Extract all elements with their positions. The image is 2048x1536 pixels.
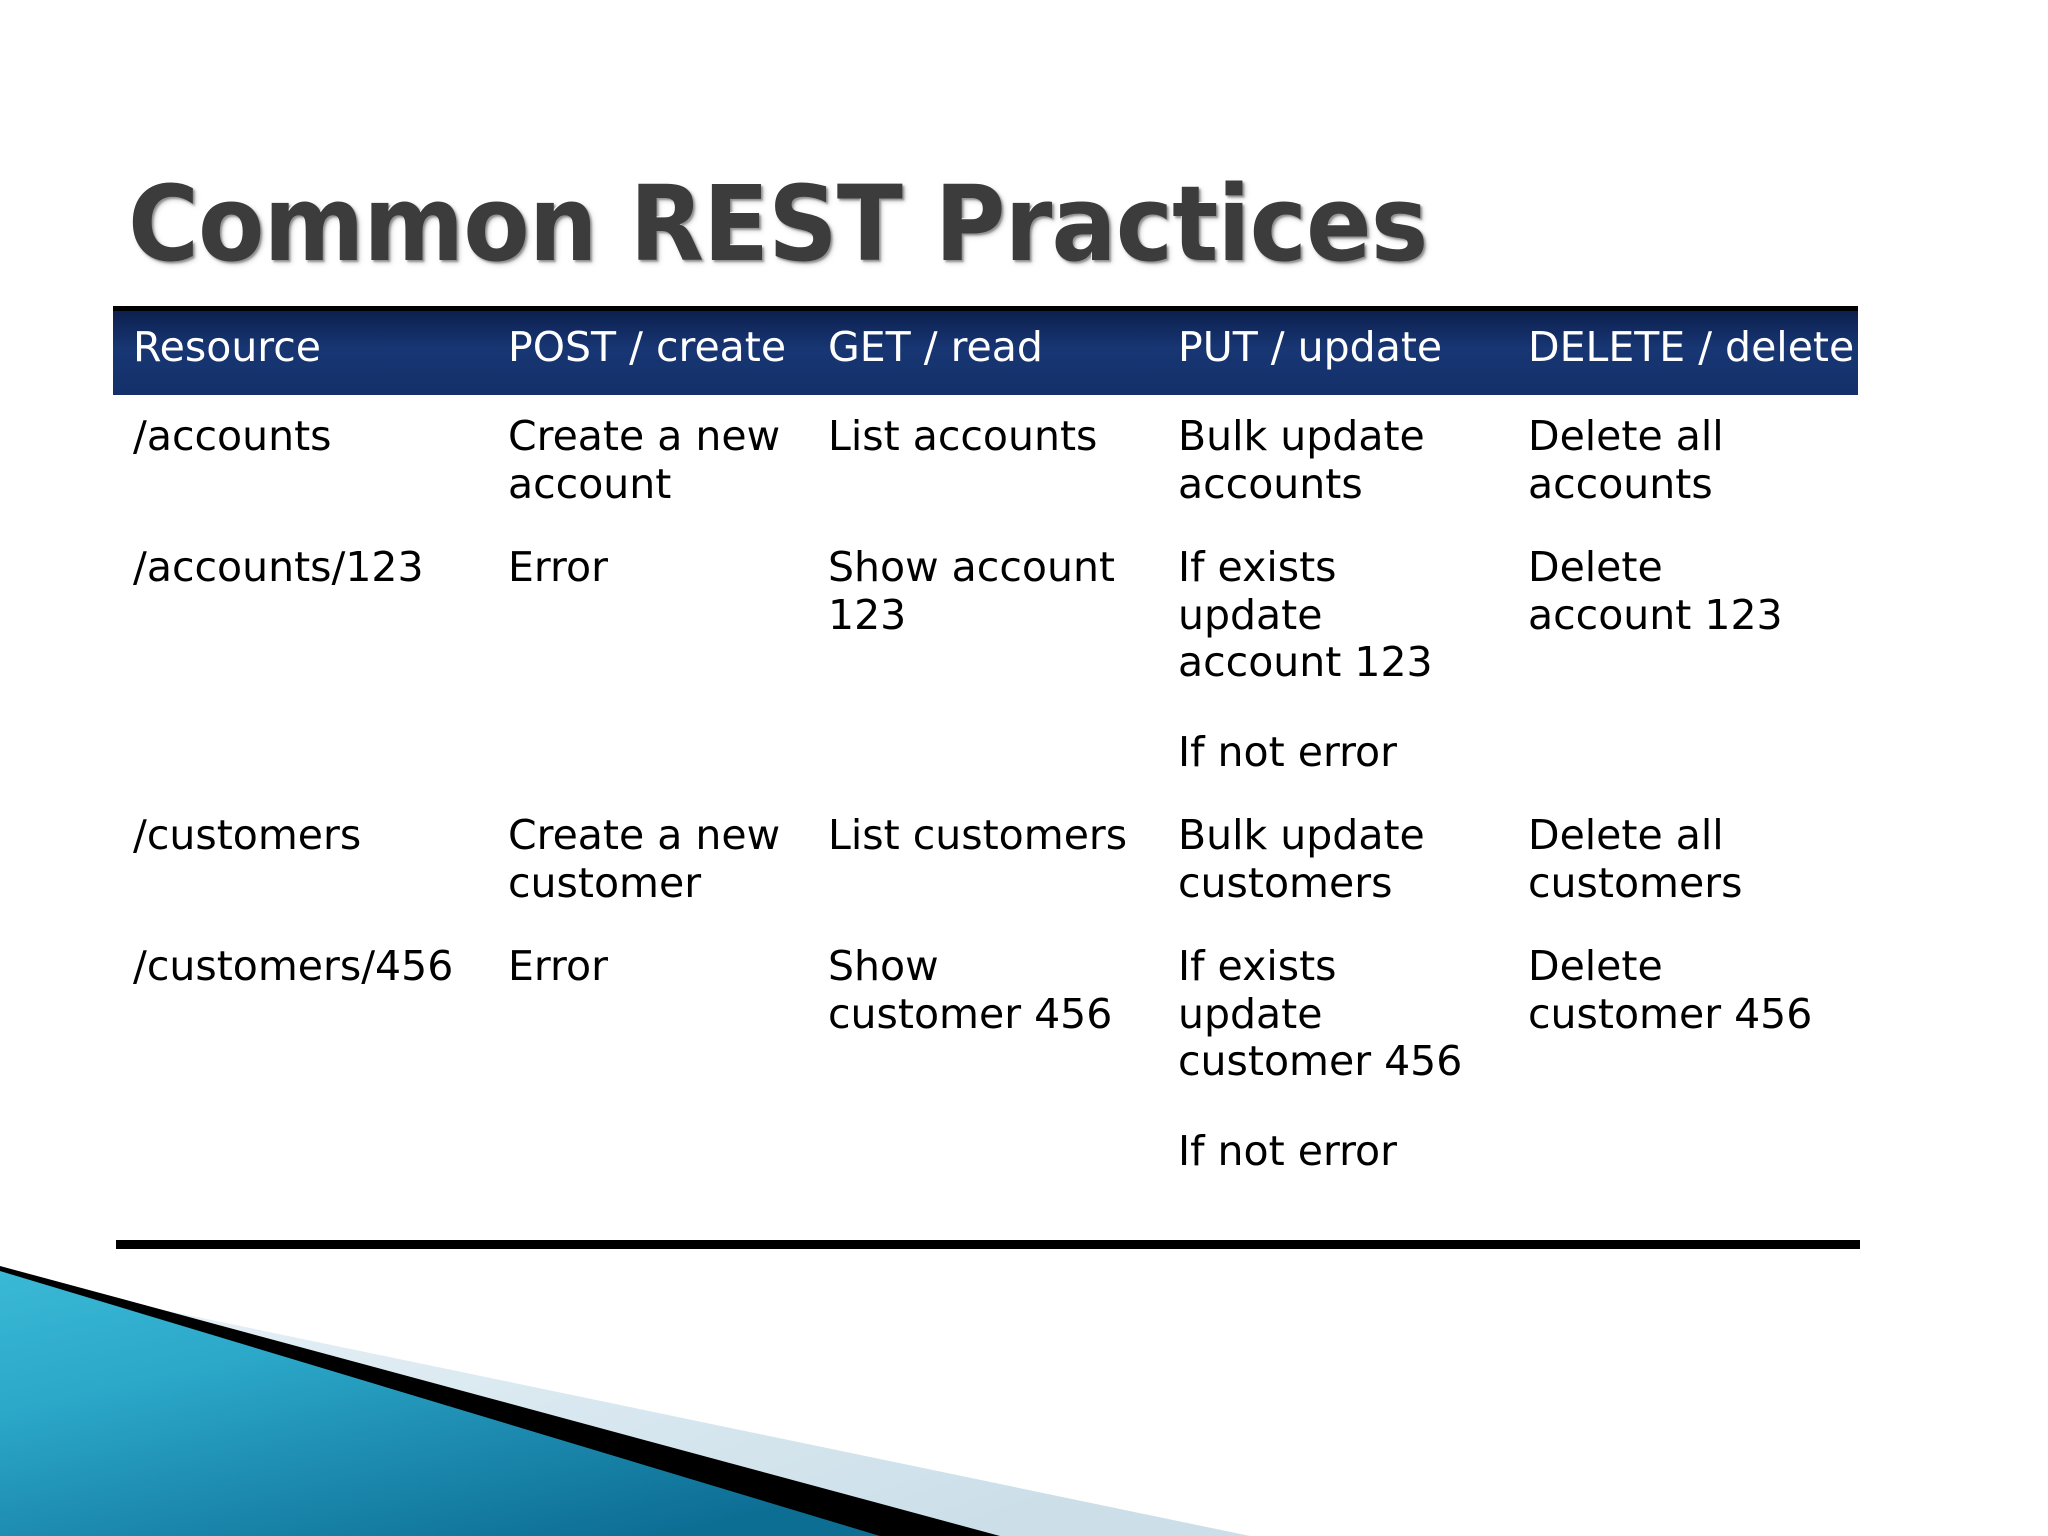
cell-post: Create a new customer bbox=[488, 794, 808, 926]
cell-text: Show customer 456 bbox=[828, 942, 1113, 1038]
rest-practices-table: Resource POST / create GET / read PUT / … bbox=[113, 306, 1858, 1194]
cell-put: Bulk update accounts bbox=[1158, 395, 1508, 527]
cell-resource: /accounts/123 bbox=[113, 526, 488, 795]
table-header: Resource POST / create GET / read PUT / … bbox=[113, 306, 1858, 395]
cell-text: Delete account 123 bbox=[1528, 543, 1783, 639]
cell-text: Error bbox=[508, 942, 608, 991]
cell-text: /accounts bbox=[133, 412, 332, 460]
cell-text: Error bbox=[508, 543, 608, 592]
column-header-delete: DELETE / delete bbox=[1508, 306, 1858, 395]
column-header-put: PUT / update bbox=[1158, 306, 1508, 395]
cell-text: Create a new account bbox=[508, 412, 781, 508]
cell-delete: Delete all customers bbox=[1508, 794, 1858, 926]
cell-delete: Delete all accounts bbox=[1508, 395, 1858, 527]
cell-text: If exists update customer 456 bbox=[1178, 942, 1463, 1086]
cell-put: If exists update account 123 If not erro… bbox=[1158, 526, 1508, 795]
cell-text: List customers bbox=[828, 811, 1128, 860]
table-row: /customers Create a new customer List cu… bbox=[113, 794, 1858, 926]
cell-text: Delete all accounts bbox=[1528, 412, 1724, 508]
table-row: /customers/456 Error Show customer 456 I… bbox=[113, 925, 1858, 1194]
cell-text: /customers/456 bbox=[133, 942, 454, 991]
cell-get: List accounts bbox=[808, 395, 1158, 527]
cell-text: List accounts bbox=[828, 412, 1098, 460]
table-row: /accounts/123 Error Show account 123 If … bbox=[113, 526, 1858, 795]
cell-subtext: If not error bbox=[1178, 1127, 1397, 1176]
table-row: /accounts Create a new account List acco… bbox=[113, 395, 1858, 527]
cell-text: Bulk update accounts bbox=[1178, 412, 1425, 508]
cell-get: List customers bbox=[808, 794, 1158, 926]
cell-text: If exists update account 123 bbox=[1178, 543, 1433, 687]
cell-resource: /customers bbox=[113, 794, 488, 926]
cell-delete: Delete account 123 bbox=[1508, 526, 1858, 795]
cell-get: Show account 123 bbox=[808, 526, 1158, 795]
cell-text: /accounts/123 bbox=[133, 543, 424, 592]
cell-post: Create a new account bbox=[488, 395, 808, 527]
cell-post: Error bbox=[488, 925, 808, 1194]
column-header-post: POST / create bbox=[488, 306, 808, 395]
table-body: /accounts Create a new account List acco… bbox=[113, 395, 1858, 1194]
cell-resource: /accounts bbox=[113, 395, 488, 527]
cell-get: Show customer 456 bbox=[808, 925, 1158, 1194]
cell-subtext: If not error bbox=[1178, 727, 1397, 776]
cell-put: If exists update customer 456 If not err… bbox=[1158, 925, 1508, 1194]
cell-text: Delete all customers bbox=[1528, 811, 1743, 907]
cell-text: Create a new customer bbox=[508, 811, 781, 907]
cell-resource: /customers/456 bbox=[113, 925, 488, 1194]
cell-text: Bulk update customers bbox=[1178, 811, 1425, 907]
triangle-corner-graphic bbox=[0, 1216, 1250, 1536]
table-header-row: Resource POST / create GET / read PUT / … bbox=[113, 306, 1858, 395]
page-title: Common REST Practices bbox=[128, 162, 1428, 285]
column-header-get: GET / read bbox=[808, 306, 1158, 395]
cell-text: Show account 123 bbox=[828, 543, 1115, 639]
cell-text: Delete customer 456 bbox=[1528, 942, 1813, 1038]
cell-put: Bulk update customers bbox=[1158, 794, 1508, 926]
cell-post: Error bbox=[488, 526, 808, 795]
cell-delete: Delete customer 456 bbox=[1508, 925, 1858, 1194]
footer-divider bbox=[116, 1240, 1860, 1249]
column-header-resource: Resource bbox=[113, 306, 488, 395]
cell-text: /customers bbox=[133, 811, 362, 860]
